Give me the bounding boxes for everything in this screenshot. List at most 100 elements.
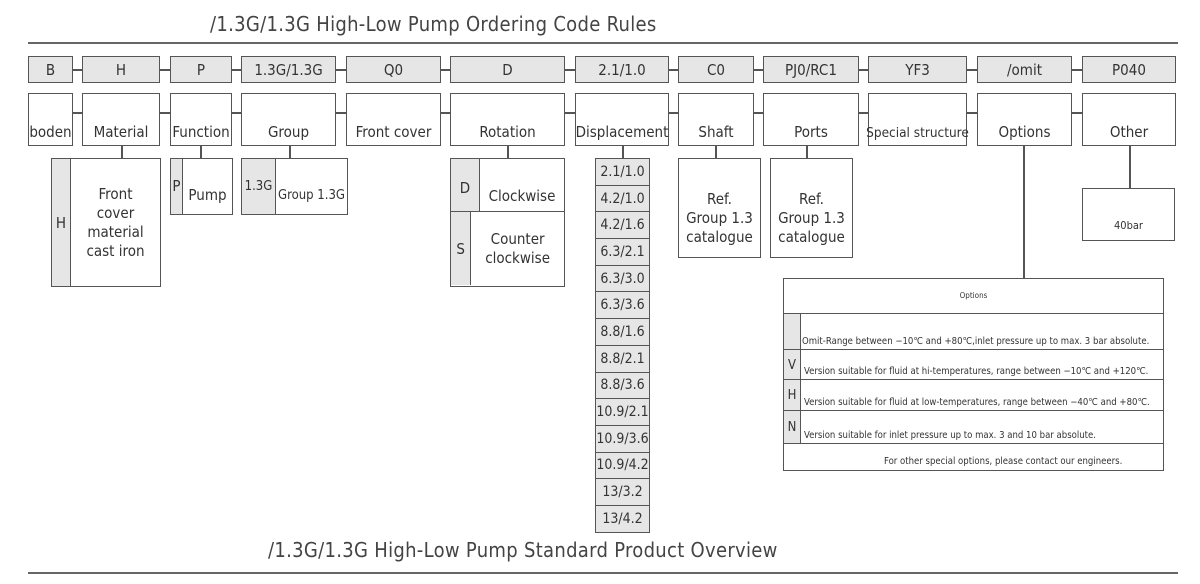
displacement-option: 8.8/1.6 bbox=[595, 319, 650, 346]
displacement-option: 4.2/1.0 bbox=[595, 185, 650, 213]
code-label: Options bbox=[977, 93, 1072, 146]
code-label: Group bbox=[241, 93, 336, 146]
option-key bbox=[784, 314, 801, 350]
connector bbox=[336, 69, 346, 71]
option-key: V bbox=[784, 350, 801, 380]
group-detail-box: 1.3G Group 1.3G bbox=[241, 158, 348, 215]
connector bbox=[754, 112, 763, 114]
rotation-desc: Counter clockwise bbox=[485, 229, 551, 267]
code-segment: H bbox=[82, 56, 160, 83]
material-key: H bbox=[52, 159, 71, 286]
code-label: boden bbox=[28, 93, 73, 146]
code-segment: /omit bbox=[977, 56, 1072, 83]
displacement-option: 10.9/3.6 bbox=[595, 425, 650, 453]
connector bbox=[336, 112, 346, 114]
option-key: H bbox=[784, 380, 801, 411]
options-footer: For other special options, please contac… bbox=[884, 456, 1123, 467]
code-label: Other bbox=[1082, 93, 1176, 146]
option-key: N bbox=[784, 411, 801, 444]
options-footer-row: For other special options, please contac… bbox=[784, 443, 1163, 470]
connector bbox=[232, 112, 241, 114]
connector bbox=[859, 69, 868, 71]
displacement-option: 8.8/2.1 bbox=[595, 345, 650, 373]
option-text: Version suitable for inlet pressure up t… bbox=[804, 430, 1096, 441]
option-text: Omit-Range between −10℃ and +80℃,inlet p… bbox=[802, 336, 1150, 347]
connector bbox=[232, 69, 241, 71]
connector bbox=[441, 112, 450, 114]
group-desc: Group 1.3G bbox=[278, 188, 345, 203]
code-segment: YF3 bbox=[868, 56, 967, 83]
connector bbox=[806, 145, 808, 158]
connector bbox=[507, 145, 509, 158]
displacement-option: 10.9/2.1 bbox=[595, 399, 650, 426]
connector bbox=[622, 145, 624, 158]
code-segment: Q0 bbox=[346, 56, 441, 83]
displacement-option: 4.2/1.6 bbox=[595, 212, 650, 240]
page-title: /1.3G/1.3G High-Low Pump Ordering Code R… bbox=[210, 12, 657, 36]
connector bbox=[1129, 145, 1131, 188]
connector bbox=[859, 112, 868, 114]
connector bbox=[1072, 112, 1082, 114]
connector bbox=[73, 69, 82, 71]
connector bbox=[289, 145, 291, 158]
connector bbox=[160, 69, 170, 71]
code-segment: C0 bbox=[678, 56, 754, 83]
connector bbox=[160, 112, 170, 114]
connector bbox=[565, 112, 575, 114]
displacement-option: 13/4.2 bbox=[595, 505, 650, 533]
material-desc: Front cover material cast iron bbox=[86, 184, 145, 260]
option-text: Version suitable for fluid at low-temper… bbox=[804, 397, 1150, 408]
connector bbox=[715, 145, 717, 158]
header-divider bbox=[28, 42, 1178, 44]
code-label: Shaft bbox=[678, 93, 754, 146]
code-label: Rotation bbox=[450, 93, 565, 146]
connector bbox=[121, 145, 123, 158]
code-label: Material bbox=[82, 93, 160, 146]
shaft-detail-box: Ref. Group 1.3 catalogue bbox=[678, 158, 761, 258]
displacement-option: 2.1/1.0 bbox=[595, 159, 650, 186]
displacement-option: 6.3/3.6 bbox=[595, 292, 650, 320]
code-segment: 2.1/1.0 bbox=[575, 56, 669, 83]
rotation-key: S bbox=[451, 212, 472, 285]
connector bbox=[441, 69, 450, 71]
code-label: Ports bbox=[763, 93, 859, 146]
connector bbox=[565, 69, 575, 71]
connector bbox=[967, 112, 977, 114]
option-text: Version suitable for fluid at hi-tempera… bbox=[804, 366, 1149, 377]
group-key: 1.3G bbox=[242, 159, 276, 214]
connector bbox=[200, 145, 202, 158]
other-detail-box: 40bar bbox=[1082, 188, 1175, 241]
connector bbox=[669, 69, 678, 71]
function-detail-box: P Pump bbox=[170, 158, 233, 215]
connector bbox=[1023, 145, 1025, 278]
rotation-row-s: S Counter clockwise bbox=[451, 212, 564, 285]
material-detail-box: H Front cover material cast iron bbox=[51, 158, 161, 287]
code-label: Displacement bbox=[575, 93, 669, 146]
ports-detail-box: Ref. Group 1.3 catalogue bbox=[770, 158, 853, 258]
other-desc: 40bar bbox=[1113, 219, 1143, 232]
rotation-key: D bbox=[451, 159, 480, 211]
function-desc: Pump bbox=[188, 186, 227, 204]
code-label: Special structure bbox=[866, 93, 969, 146]
function-key: P bbox=[171, 159, 183, 214]
code-segment: D bbox=[450, 56, 565, 83]
options-table-title: Options bbox=[959, 291, 988, 300]
displacement-option: 6.3/3.0 bbox=[595, 265, 650, 293]
code-segment: P040 bbox=[1082, 56, 1176, 83]
connector bbox=[73, 112, 82, 114]
code-segment: PJ0/RC1 bbox=[763, 56, 859, 83]
displacement-option: 10.9/4.2 bbox=[595, 452, 650, 480]
footer-title: /1.3G/1.3G High-Low Pump Standard Produc… bbox=[268, 538, 778, 562]
rotation-desc: Clockwise bbox=[488, 186, 556, 205]
options-table: Options Omit-Range between −10℃ and +80℃… bbox=[783, 278, 1164, 471]
code-label: Function bbox=[170, 93, 232, 146]
rotation-detail-box: D Clockwise S Counter clockwise bbox=[450, 158, 565, 287]
rotation-row-d: D Clockwise bbox=[451, 159, 564, 212]
connector bbox=[754, 69, 763, 71]
footer-divider bbox=[28, 572, 1178, 574]
code-label: Front cover bbox=[346, 93, 441, 146]
displacement-option: 13/3.2 bbox=[595, 479, 650, 506]
